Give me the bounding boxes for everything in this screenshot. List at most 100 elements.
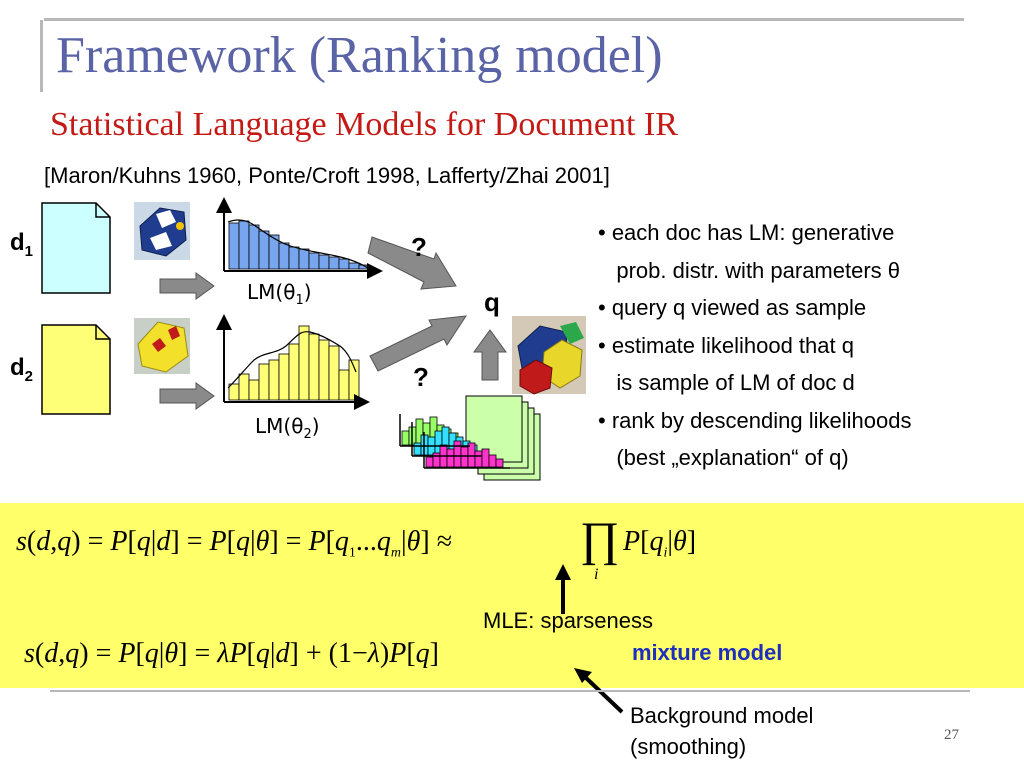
f2-s: s (24, 638, 35, 669)
f1-product-index: i (594, 566, 599, 583)
question-mark-1: ? (411, 232, 427, 262)
lm2-bar (278, 353, 290, 401)
f1-rb4: ] (686, 526, 697, 557)
lm1-prefix: LM( (247, 280, 284, 304)
f2-open: ( (34, 638, 45, 669)
lm1-bar (258, 230, 270, 270)
f1-P4: P (623, 526, 641, 557)
bullet-line: • rank by descending likelihoods (598, 407, 912, 433)
doc2-letter: d (10, 354, 25, 381)
mle-annotation: MLE: sparseness (483, 608, 653, 633)
f1-q2: q (235, 526, 250, 557)
doc2-label: d2 (10, 354, 33, 385)
background-arrow-head (574, 668, 592, 683)
background-model-note: Background model (smoothing) (630, 700, 813, 762)
page-number: 27 (944, 727, 959, 743)
f2-q3: q (415, 638, 430, 669)
f2-lb3: [ (406, 638, 416, 669)
f1-P2: P (209, 526, 227, 557)
f1-d1: d (156, 526, 171, 557)
f2-P3: P (389, 638, 407, 669)
document1-icon (41, 202, 111, 294)
f2-lambda2: λ (367, 638, 380, 669)
background-arrow (582, 674, 624, 714)
f1-sub-i: i (663, 545, 668, 561)
lm2-bar (248, 379, 260, 401)
slide-title: Framework (Ranking model) (56, 27, 663, 84)
f1-q5: q (649, 526, 664, 557)
f2-d: d (44, 638, 59, 669)
formula-box (0, 503, 1024, 688)
f1-open: ( (26, 526, 37, 557)
stack-bar-magenta (481, 448, 490, 468)
dice-blue-icon (134, 202, 190, 260)
f1-product-term: P[qi|θ] (623, 526, 696, 562)
f1-dots: ... (355, 526, 377, 557)
f1-comma: , (50, 526, 58, 557)
f1-bar3: | (401, 526, 407, 557)
lm2-bar (268, 359, 280, 401)
question-mark-2: ? (413, 362, 429, 392)
f1-lb2: [ (226, 526, 236, 557)
f2-plus: + (305, 638, 322, 669)
lm2-bar (238, 373, 250, 401)
f2-eq2: = (194, 638, 211, 669)
lm1-label: LM(θ1) (247, 280, 312, 308)
f1-bar4: | (667, 526, 673, 557)
dice-yellow-icon (134, 318, 190, 374)
lm-diagram (41, 197, 586, 481)
f2-close: ) (79, 638, 89, 669)
lm2-bar (228, 383, 240, 401)
stack-bar-magenta (474, 450, 483, 468)
f2-theta: θ (164, 638, 179, 669)
f2-P2: P (229, 638, 247, 669)
stack-bar-magenta (425, 456, 434, 468)
lm2-bar (298, 325, 310, 401)
bullet-list: • each doc has LM: generative prob. dist… (598, 214, 911, 477)
lm2-bar (288, 343, 300, 401)
bullet-line: • estimate likelihood that q (598, 332, 854, 358)
f1-theta3: θ (672, 526, 687, 557)
lm2-index: 2 (303, 427, 312, 442)
formula-mixture: s(d,q) = P[q|θ] = λP[q|d] + (1−λ)P[q] (24, 638, 439, 670)
lm1-bar (328, 256, 340, 270)
f1-q4: q (376, 526, 391, 557)
lm2-bar (308, 333, 320, 401)
lm2-bar (338, 369, 350, 401)
f1-lb3: [ (325, 526, 335, 557)
f2-open2: ( (328, 638, 338, 669)
arrow-lm2-to-query (369, 315, 467, 372)
stack-bar-magenta (495, 458, 504, 468)
stack-bar-green (401, 430, 410, 446)
footer-rule (50, 690, 970, 692)
lm1-histogram (216, 197, 383, 279)
f1-approx: ≈ (436, 526, 453, 557)
title-rule-left (40, 20, 43, 92)
f1-P1: P (110, 526, 128, 557)
lm1-index: 1 (295, 293, 304, 308)
f2-minus: − (351, 638, 368, 669)
f1-rb3: ] (420, 526, 430, 557)
lm1-bar (318, 254, 330, 270)
f1-q1: q (136, 526, 151, 557)
doc1-index: 1 (24, 242, 34, 260)
f1-lb4: [ (640, 526, 650, 557)
stack-bar-cyan (413, 442, 422, 456)
stack-bar-magenta (446, 448, 455, 468)
arrow-stack-to-query (473, 329, 507, 381)
doc1-letter: d (10, 229, 25, 256)
f1-sub-first: 1 (348, 545, 356, 561)
lm2-prefix: LM( (255, 414, 292, 438)
f1-bar1: | (150, 526, 157, 557)
f2-bar2: | (269, 638, 276, 669)
bullet-line: • each doc has LM: generative (598, 220, 895, 245)
f2-rb3: ] (429, 638, 439, 669)
lm2-theta: θ (291, 414, 304, 438)
formula-likelihood: s(d,q) = P[q|d] = P[q|θ] = P[q1...qm|θ] … (16, 526, 452, 562)
f1-q3: q (334, 526, 349, 557)
f2-close2: ) (379, 638, 390, 669)
f1-q: q (57, 526, 72, 557)
f1-close: ) (71, 526, 81, 557)
f1-rb2: ] (269, 526, 279, 557)
f2-lambda1: λ (217, 638, 230, 669)
